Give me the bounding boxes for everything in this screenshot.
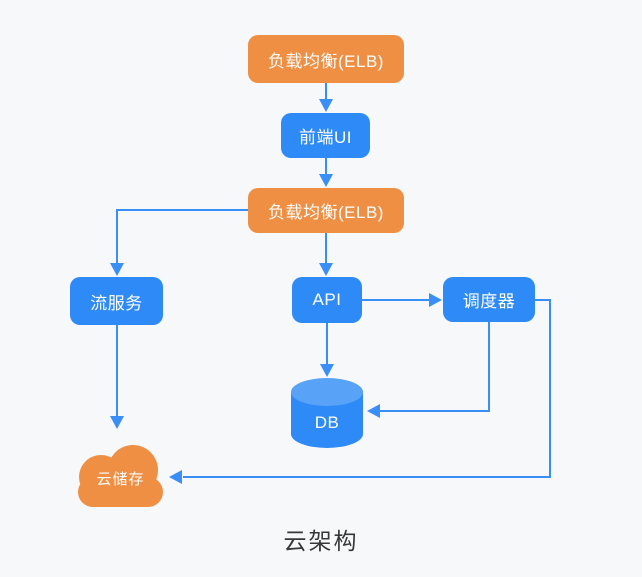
arrow-down-icon (110, 263, 124, 276)
arrow-right-icon (429, 293, 442, 307)
node-label: 负载均衡(ELB) (268, 51, 384, 71)
cloud-base[interactable] (78, 477, 163, 507)
node-load-balancer-top[interactable]: 负载均衡(ELB) (248, 35, 404, 83)
node-api[interactable]: API (292, 277, 362, 323)
edge-scheduler-db (380, 322, 490, 412)
node-label: 前端UI (299, 128, 352, 147)
edge-scheduler-cloud (183, 299, 551, 478)
db-cylinder-top[interactable] (291, 378, 363, 406)
node-label: API (312, 290, 342, 309)
node-db-label[interactable]: DB (314, 413, 340, 432)
arrow-down-icon (320, 364, 334, 377)
node-load-balancer-mid[interactable]: 负载均衡(ELB) (248, 188, 404, 233)
node-label: 调度器 (462, 292, 516, 311)
arrow-down-icon (319, 174, 333, 187)
cloud-shape[interactable] (78, 445, 163, 507)
node-frontend-ui[interactable]: 前端UI (281, 113, 370, 158)
edge-lines (116, 83, 551, 478)
db-cylinder-body[interactable] (291, 392, 363, 448)
db-cylinder-shape[interactable] (291, 378, 363, 448)
diagram-title: 云架构 (283, 528, 359, 554)
edge-elbmid-stream (116, 209, 248, 265)
node-label: 负载均衡(ELB) (268, 203, 384, 222)
node-label: 流服务 (90, 293, 143, 313)
node-scheduler[interactable]: 调度器 (443, 277, 535, 322)
arrow-down-icon (110, 416, 124, 429)
node-stream-service[interactable]: 流服务 (70, 277, 163, 325)
arrow-down-icon (319, 263, 333, 276)
node-cloud-storage-label[interactable]: 云储存 (96, 471, 145, 488)
arrow-down-icon (319, 99, 333, 112)
edge-arrowheads (110, 99, 442, 484)
arrow-left-icon (169, 470, 182, 484)
arrow-left-icon (367, 404, 380, 418)
